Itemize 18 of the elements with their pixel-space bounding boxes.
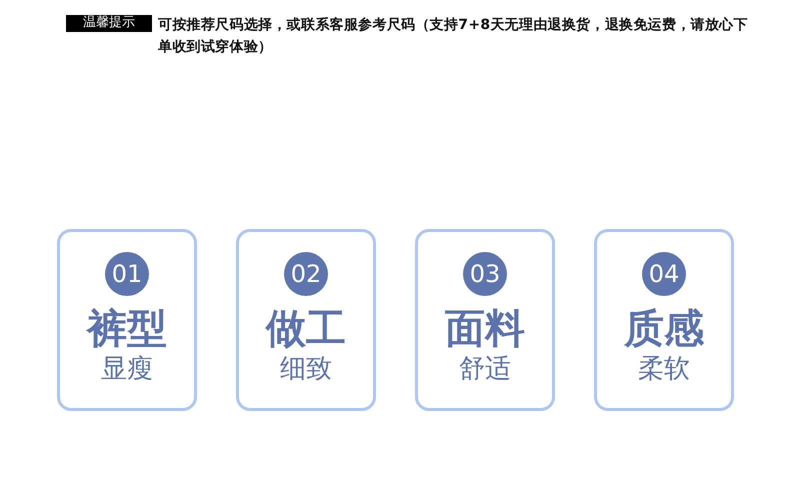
feature-subtitle: 显瘦 [100,353,154,386]
number-badge: 03 [463,252,507,296]
number-badge: 01 [105,252,149,296]
feature-card [57,229,197,411]
notice-tag: 温馨提示 [66,15,152,32]
number-badge: 02 [284,252,328,296]
feature-card [415,229,555,411]
feature-subtitle: 细致 [279,353,333,386]
feature-card [594,229,734,411]
feature-title: 裤型 [85,305,168,354]
feature-title: 面料 [444,305,526,354]
feature-subtitle: 舒适 [458,353,512,386]
feature-card [236,229,376,411]
feature-title: 做工 [264,305,347,354]
feature-subtitle: 柔软 [637,353,691,386]
notice-text: 可按推荐尺码选择，或联系客服参考尺码（支持7+8天无理由退换货，退换免运费，请放心下单收到试穿体验） [158,16,748,57]
feature-title: 质感 [622,305,705,354]
number-badge: 04 [642,252,686,296]
